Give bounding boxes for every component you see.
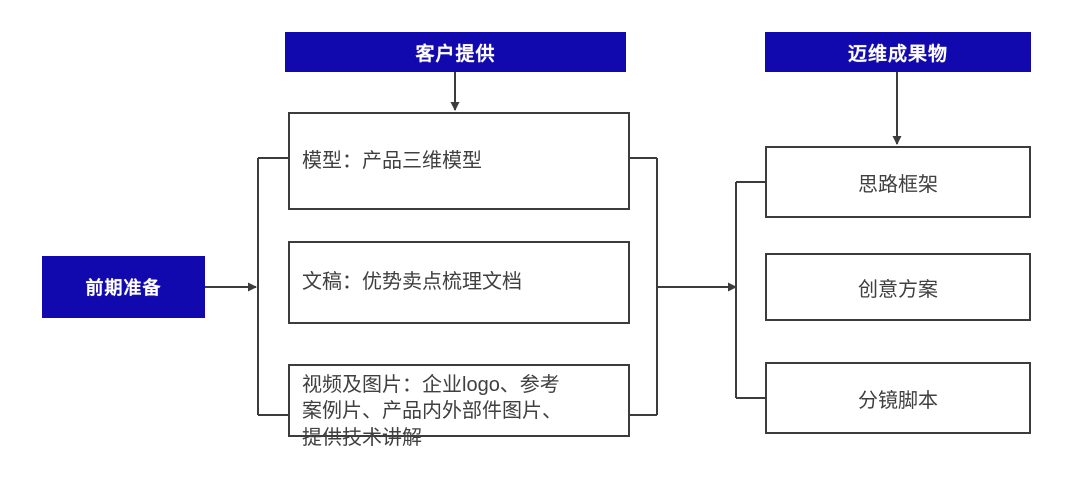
connector-outputs-distributor (735, 181, 765, 399)
start-node-preparation: 前期准备 (42, 256, 205, 318)
output-box-storyboard-label: 分镜脚本 (858, 389, 938, 412)
input-box-copy-label: 文稿：优势卖点梳理文档 (302, 271, 522, 293)
header-customer-provides-label: 客户提供 (415, 43, 496, 65)
input-box-model-label: 模型：产品三维模型 (302, 150, 482, 172)
input-box-copy: 文稿：优势卖点梳理文档 (288, 241, 630, 324)
output-box-framework: 思路框架 (765, 146, 1031, 218)
output-box-creative-plan-label: 创意方案 (858, 278, 938, 301)
header-maiwei-deliverables-label: 迈维成果物 (847, 43, 948, 65)
connector-inputs-bracket (257, 157, 288, 416)
input-box-video-images: 视频及图片：企业logo、参考 案例片、产品内外部件图片、 提供技术讲解 (288, 364, 630, 449)
start-node-preparation-label: 前期准备 (85, 278, 162, 298)
input-box-model: 模型：产品三维模型 (288, 112, 630, 210)
header-customer-provides: 客户提供 (285, 32, 626, 72)
output-box-storyboard: 分镜脚本 (765, 362, 1031, 434)
output-box-framework-label: 思路框架 (858, 173, 938, 196)
output-box-creative-plan: 创意方案 (765, 253, 1031, 321)
input-box-video-images-label: 视频及图片：企业logo、参考 案例片、产品内外部件图片、 提供技术讲解 (302, 374, 562, 449)
connector-inputs-collector (630, 157, 658, 416)
header-maiwei-deliverables: 迈维成果物 (765, 32, 1031, 72)
